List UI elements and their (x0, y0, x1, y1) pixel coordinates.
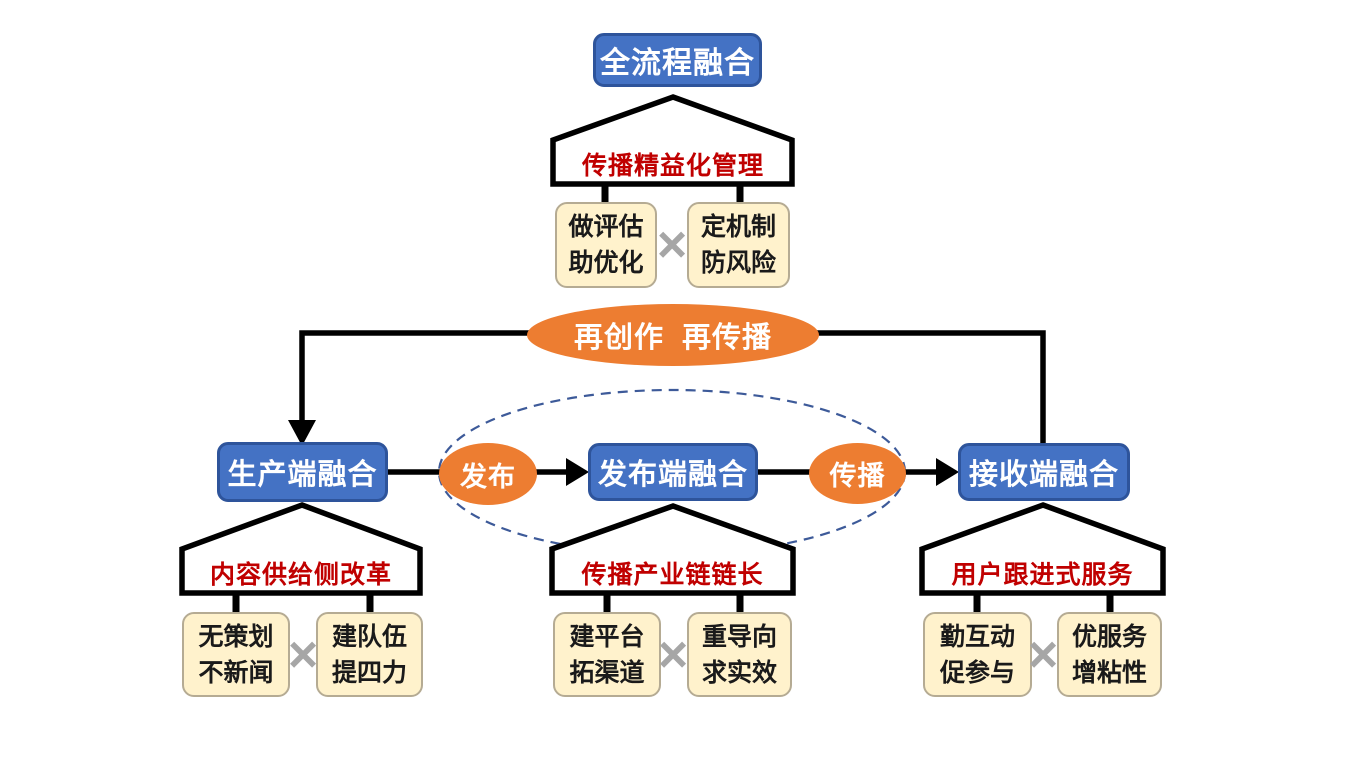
loop-line-right (812, 330, 1046, 445)
card-line: 勤互动 (939, 622, 1015, 651)
card-line: 增粘性 (1071, 658, 1147, 687)
receiver-box: 接收端融合 (958, 443, 1130, 501)
producer-box: 生产端融合 (217, 442, 388, 502)
arrowhead-right-receiver (936, 458, 959, 486)
card-team: 建队伍 提四力 (316, 612, 423, 697)
arrowhead-down-producer (288, 420, 316, 446)
card-service: 优服务 增粘性 (1057, 612, 1162, 697)
top-house-label: 传播精益化管理 (581, 152, 764, 180)
branch-house-label-left: 内容供给侧改革 (209, 561, 392, 589)
publish-edge-ellipse: 发布 (439, 443, 537, 505)
card-line: 提四力 (331, 658, 407, 687)
card-line: 防风险 (700, 249, 776, 277)
multiply-right: × (1027, 626, 1059, 684)
card-line: 优服务 (1071, 622, 1147, 651)
branch-house-label-right: 用户跟进式服务 (951, 561, 1134, 589)
card-interaction: 勤互动 促参与 (923, 612, 1032, 697)
card-planning: 无策划 不新闻 (182, 612, 290, 697)
card-line: 建平台 (569, 622, 645, 651)
house-top (550, 94, 795, 187)
publisher-box: 发布端融合 (588, 443, 758, 501)
card-evaluate: 做评估 助优化 (555, 202, 657, 288)
card-orientation: 重导向 求实效 (687, 612, 792, 697)
card-line: 拓渠道 (569, 658, 645, 687)
branch-house-label-mid: 传播产业链链长 (581, 561, 764, 589)
card-line: 无策划 (198, 622, 274, 651)
house-right (919, 502, 1166, 596)
multiply-top: × (656, 216, 688, 274)
card-line: 促参与 (939, 658, 1015, 687)
multiply-left: × (287, 626, 319, 684)
card-mechanism: 定机制 防风险 (687, 202, 790, 288)
spread-edge-ellipse: 传播 (809, 443, 906, 504)
card-line: 不新闻 (198, 658, 274, 687)
card-line: 做评估 (568, 213, 644, 241)
card-platform: 建平台 拓渠道 (553, 612, 661, 697)
card-line: 助优化 (568, 249, 644, 277)
loop-line-left (299, 330, 535, 428)
card-line: 建队伍 (331, 622, 407, 651)
house-left (179, 502, 423, 596)
card-line: 求实效 (701, 658, 777, 687)
full-process-box: 全流程融合 (593, 33, 762, 87)
card-line: 重导向 (701, 622, 777, 651)
recreate-respread-ellipse: 再创作 再传播 (527, 304, 819, 366)
multiply-mid: × (657, 626, 689, 684)
house-mid (549, 503, 796, 596)
card-line: 定机制 (700, 213, 776, 241)
arrowhead-right-publisher (566, 458, 589, 486)
